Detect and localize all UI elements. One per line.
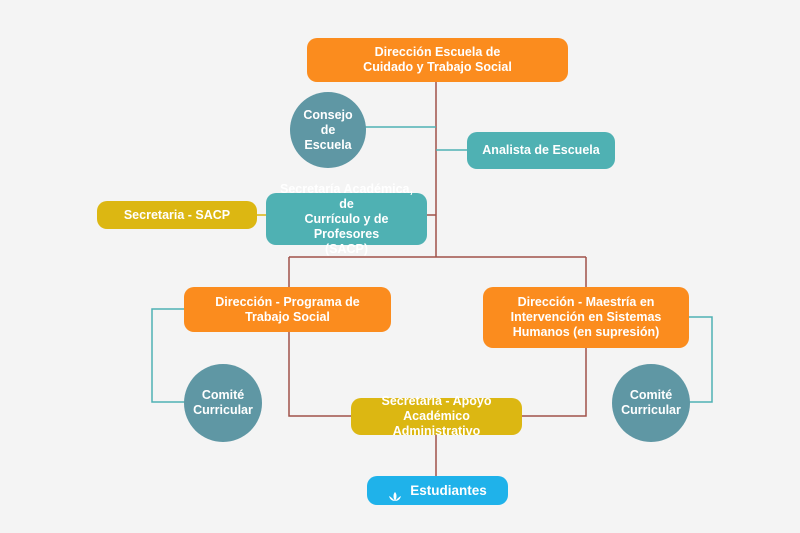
direccion-maestria-box: Dirección - Maestría en Intervención en …	[483, 287, 689, 348]
direccion-trabajo-social-label: Dirección - Programa de Trabajo Social	[215, 294, 360, 324]
secretaria-apoyo-box: Secretaria - Apoyo Académico Administrat…	[351, 394, 522, 438]
secretaria-apoyo-label: Secretaria - Apoyo Académico Administrat…	[381, 394, 492, 438]
comite-right-connector	[688, 316, 713, 403]
secretaria-academica-box: Secretaría Académica, de Currículo y de …	[266, 182, 427, 256]
lotus-icon	[388, 476, 402, 506]
comite-left-circle: Comité Curricular	[184, 364, 262, 442]
consejo-circle: Consejo de Escuela	[290, 92, 366, 168]
comite-left-label: Comité Curricular	[193, 388, 253, 417]
comite-right-circle: Comité Curricular	[612, 364, 690, 442]
left-to-apoyo	[288, 332, 352, 417]
comite-right-label: Comité Curricular	[621, 388, 681, 417]
consejo-label: Consejo de Escuela	[303, 107, 353, 152]
direccion-escuela-box: Dirección Escuela de Cuidado y Trabajo S…	[307, 38, 568, 82]
right-to-apoyo	[521, 348, 587, 417]
secretaria-sacp-label: Secretaria - SACP	[123, 207, 231, 222]
analista-label: Analista de Escuela	[482, 143, 600, 157]
comite-left-connector	[151, 308, 185, 403]
estudiantes-label: Estudiantes	[410, 483, 487, 498]
direccion-maestria-label: Dirección - Maestría en Intervención en …	[510, 295, 662, 339]
estudiantes-box: Estudiantes	[367, 476, 508, 505]
analista-box: Analista de Escuela	[467, 132, 615, 169]
secretaria-academica-label: Secretaría Académica, de Currículo y de …	[280, 181, 413, 256]
direccion-escuela-label: Dirección Escuela de Cuidado y Trabajo S…	[363, 45, 512, 74]
direccion-trabajo-social-box: Dirección - Programa de Trabajo Social	[184, 287, 391, 332]
secretaria-sacp-box: Secretaria - SACP	[97, 201, 257, 229]
